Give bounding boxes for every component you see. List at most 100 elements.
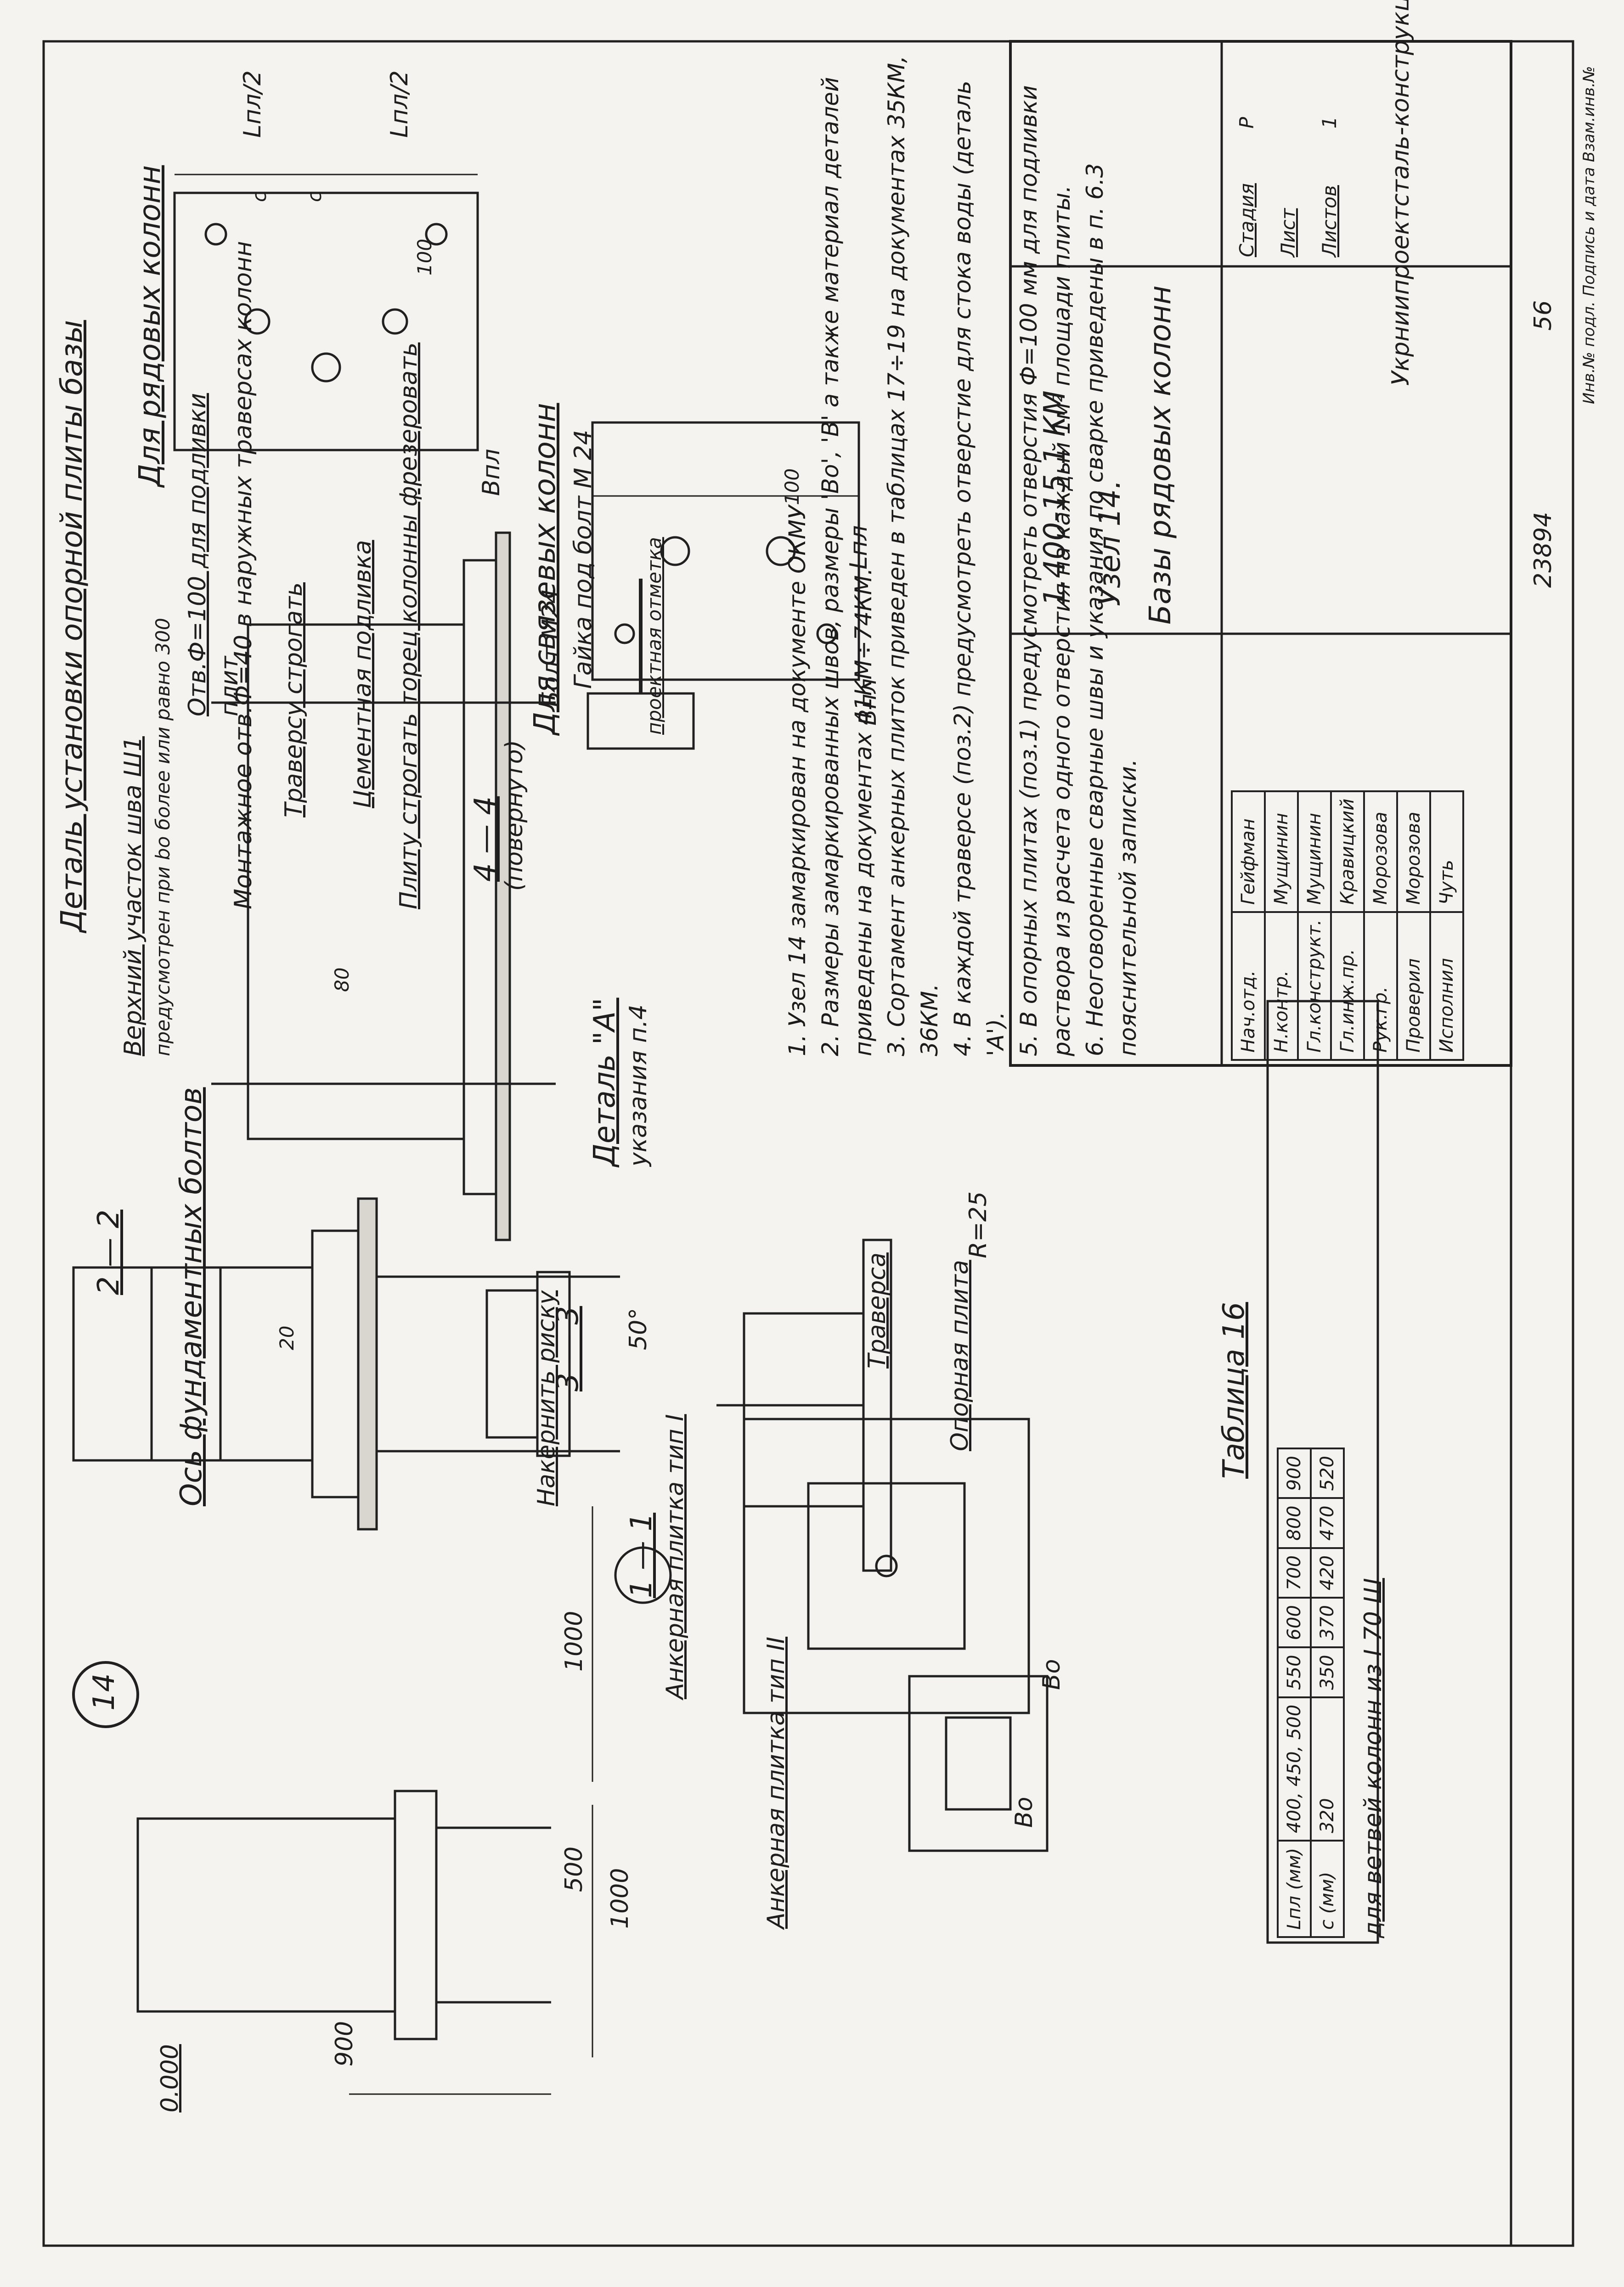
traverse-label: Траверса [863,1252,891,1369]
table-cell: 470 [1311,1498,1344,1548]
drawing-title: Базы рядовых колонн [1144,285,1178,625]
upper-weld-note: предусмотрен при bo более или равно 300 [152,618,174,1056]
c-mark-b: с [303,191,326,202]
table-16: Lпл (мм) 400, 450, 500 550 600 700 800 9… [1277,1448,1345,1938]
design-mark-label: проектная отметка [643,537,665,735]
bolt-label: Болт М24 [537,588,565,707]
c-mark-a: с [248,191,271,202]
zero-level: 0.000 [156,2044,184,2112]
rotated-label: (повернуто) [501,740,528,891]
table-cell: 800 [1278,1498,1311,1548]
bpl-label-a: Впл [478,449,505,496]
table-16-title: Таблица 16 [1217,1302,1251,1479]
ordinary-columns-label: Для рядовых колонн [133,165,167,487]
stamp-table: Нач.отд.Гейфман Н.контр.Мущинин Гл.конст… [1231,790,1464,1061]
stamp-role: Проверил [1397,912,1430,1060]
hole-100-label: Отв.Ф=100 для подливки [184,393,211,716]
r25-label: R=25 [964,1191,992,1258]
dim-100-a: 100 [413,238,436,276]
detail-a-label: Деталь "А" [588,997,622,1167]
make-mark-label: Накернить риску [533,1290,560,1506]
table-row: Рук.гр.Морозова [1364,791,1397,1060]
stamp-role: Нач.отд. [1232,912,1265,1060]
table-cell: 400, 450, 500 [1278,1697,1311,1841]
dim-900: 900 [331,2021,358,2067]
sheets-value: 1 [1318,116,1341,129]
anchor-type-2-label: Анкерная плитка тип II [762,1636,790,1929]
stamp-role: Н.контр. [1265,912,1298,1060]
upper-weld-label: Верхний участок шва Ш1 [119,736,147,1056]
stamp-role: Гл.инж.пр. [1331,912,1364,1060]
foundation-axis-label: Ось фундаментных болтов [175,1087,209,1506]
mill-plate-label: Плиту строгать торец колонны фрезеровать [395,342,423,909]
note-1: 1. Узел 14 замаркирован на документе ОКМ… [784,505,811,1056]
table-row: Lпл (мм) 400, 450, 500 550 600 700 800 9… [1278,1448,1311,1937]
table-cell: 550 [1278,1647,1311,1697]
plan-ordinary-columns [173,192,479,451]
notes-block: 1. Узел 14 замаркирован на документе ОКМ… [781,46,1145,1056]
dim-500: 500 [560,1846,588,1892]
section-1-1-label: 1 — 1 [625,1512,659,1598]
plan-tie-columns [591,421,860,681]
table-cell: 350 [1311,1647,1344,1697]
table-row: Гл.конструкт.Мущинин [1298,791,1331,1060]
anchor-plate-type-1 [743,1418,1030,1714]
stamp-role: Гл.конструкт. [1298,912,1331,1060]
bo-label-b: Во [1038,1659,1066,1690]
table-16-frame [1266,1000,1379,1944]
table-row: Гл.инж.пр.Кравицкий [1331,791,1364,1060]
sheet-label: Лист [1277,208,1299,257]
table-cell: 320 [1311,1697,1344,1841]
dim-1000: 1000 [560,1611,588,1672]
note-4: 4. В каждой траверсе (поз.2) предусмотре… [949,80,1009,1056]
outer-frame [42,40,1574,2247]
sheets-label: Листов [1318,185,1341,257]
nut-label: Гайка под болт М 24 [570,429,597,689]
detail-title: Деталь установки опорной плиты базы [55,320,89,932]
lpl2-label-b: Lпл/2 [386,70,413,138]
cement-label: Цементная подливка [349,540,377,808]
stamp-name: Мущинин [1265,791,1298,913]
section-2-2-label: 2 — 2 [92,1209,126,1295]
mount-hole-label: Монтажное отв.Ф=40 в наружных траверсах … [230,241,257,909]
bo-label-a: Во [1010,1797,1038,1828]
detail-a-outline [743,1312,865,1508]
table-cell: 420 [1311,1548,1344,1598]
title-block [1009,40,1512,1067]
stage-label: Стадия [1235,183,1258,257]
stamp-name: Чуть [1430,791,1463,913]
drawing-code: 1.400-15.1 КМ [1038,390,1072,606]
frame-top-right-text: Инв.№ подл. Подпись и дата Взам.инв.№ [1580,66,1598,404]
anchor-type-1-label: Анкерная плитка тип I [661,1414,689,1699]
table-header-cell: Lпл (мм) [1278,1840,1311,1937]
stage-value: Р [1235,117,1258,129]
table-header-cell: с (мм) [1311,1840,1344,1937]
table-row: Н.контр.Мущинин [1265,791,1298,1060]
see-note4-label: указания п.4 [625,1004,652,1166]
cement-layer [357,1197,378,1531]
table-cell: 700 [1278,1548,1311,1598]
table-16-caption: для ветвей колонн из I 70 Ш [1359,1578,1387,1938]
node-label: Узел 14. [1093,479,1127,606]
lpl2-label-a: Lпл/2 [239,70,266,138]
table-cell: 520 [1311,1448,1344,1498]
stamp-name: Морозова [1364,791,1397,913]
stamp-role: Рук.гр. [1364,912,1397,1060]
mill-traverse-label: Траверсу строгать [280,582,308,817]
node-circle-number: 14 [87,1673,121,1711]
stamp-name: Гейфман [1232,791,1265,913]
note-2: 2. Размеры замаркированных швов, размеры… [817,77,877,1056]
base-plate-label: Опорная плита [946,1260,974,1451]
section-4-4-label: 4 — 4 [468,796,502,882]
node-circle [72,1661,139,1728]
table-cell: 900 [1278,1448,1311,1498]
anchor-plate-type-2 [908,1675,1049,1852]
angle-label: 50° [625,1307,652,1350]
note-3: 3. Сортамент анкерных плиток приведен в … [883,56,943,1056]
dim-20: 20 [276,1325,298,1350]
dim-80: 80 [331,967,353,992]
